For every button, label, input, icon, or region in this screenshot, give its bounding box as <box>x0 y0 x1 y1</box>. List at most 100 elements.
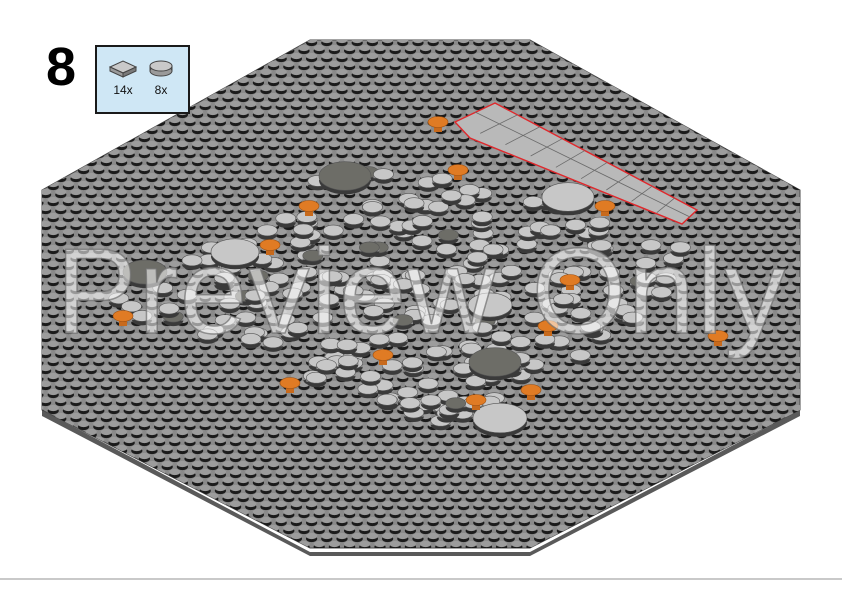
stud <box>222 92 234 103</box>
stud <box>412 68 424 79</box>
stud <box>313 444 325 455</box>
stud <box>496 476 508 487</box>
stud <box>55 348 67 359</box>
stud <box>25 429 36 438</box>
stud <box>556 124 569 135</box>
stud <box>55 252 67 263</box>
stud <box>47 484 59 495</box>
stud <box>116 252 128 263</box>
stud <box>184 516 196 527</box>
stud <box>632 540 645 548</box>
stud <box>564 420 576 431</box>
stud <box>716 244 728 255</box>
stud <box>93 404 105 415</box>
stud <box>800 349 811 358</box>
stud <box>245 549 256 558</box>
stud <box>594 500 607 511</box>
stud <box>298 108 310 119</box>
stud <box>275 116 287 127</box>
stud <box>549 52 561 63</box>
stud <box>579 500 591 511</box>
stud <box>62 308 74 319</box>
stud <box>632 44 645 55</box>
stud <box>473 40 485 47</box>
stud <box>260 212 272 223</box>
stud <box>268 124 280 135</box>
stud <box>746 276 759 287</box>
stud <box>670 116 683 127</box>
stud <box>670 436 683 447</box>
stud <box>70 508 82 519</box>
stud <box>351 116 363 127</box>
stud <box>366 52 378 63</box>
stud <box>207 76 219 87</box>
stud <box>731 180 743 191</box>
stud <box>25 541 36 550</box>
stud <box>268 156 280 167</box>
stud <box>632 60 645 71</box>
stud <box>724 316 736 327</box>
stud <box>199 40 211 47</box>
stud <box>716 436 728 447</box>
stud <box>374 492 386 503</box>
stud <box>708 524 721 535</box>
stud <box>784 172 797 183</box>
stud <box>161 524 173 535</box>
stud <box>161 492 173 503</box>
stud <box>731 228 743 239</box>
stud <box>503 40 515 47</box>
stud <box>784 204 797 215</box>
stud <box>42 484 44 495</box>
stud <box>382 100 394 111</box>
stud <box>754 444 766 455</box>
stud <box>290 468 302 479</box>
stud <box>511 284 523 295</box>
stud <box>268 476 280 487</box>
stud <box>238 29 249 38</box>
stud <box>731 260 743 271</box>
stud <box>792 40 800 47</box>
stud <box>435 476 447 487</box>
stud <box>70 444 82 455</box>
stud <box>739 252 751 263</box>
stud <box>290 420 302 431</box>
stud <box>25 157 36 166</box>
stud <box>351 452 363 463</box>
stud <box>458 308 470 319</box>
stud <box>724 204 736 215</box>
stud <box>222 156 234 167</box>
stud <box>746 148 759 159</box>
stud <box>648 428 660 439</box>
stud <box>686 340 698 351</box>
stud <box>25 141 36 150</box>
stud <box>62 436 74 447</box>
stud <box>412 532 424 543</box>
stud <box>587 44 599 55</box>
stud <box>222 172 234 183</box>
stud <box>769 108 781 119</box>
stud <box>458 292 470 303</box>
stud <box>792 500 800 511</box>
stud <box>670 452 683 463</box>
stud <box>100 252 112 263</box>
stud <box>655 40 667 47</box>
stud <box>739 268 751 279</box>
stud <box>488 148 500 159</box>
stud <box>526 252 538 263</box>
stud <box>777 516 789 527</box>
stud <box>314 29 325 38</box>
stud <box>222 29 233 38</box>
stud <box>564 84 576 95</box>
stud <box>784 108 797 119</box>
stud <box>549 549 560 558</box>
stud <box>693 396 705 407</box>
stud <box>754 29 765 38</box>
stud <box>100 428 112 439</box>
stud <box>412 52 424 63</box>
stud <box>579 372 591 383</box>
stud <box>617 332 629 343</box>
stud <box>366 500 378 511</box>
stud <box>496 60 508 71</box>
stud <box>62 244 74 255</box>
stud <box>298 156 310 167</box>
